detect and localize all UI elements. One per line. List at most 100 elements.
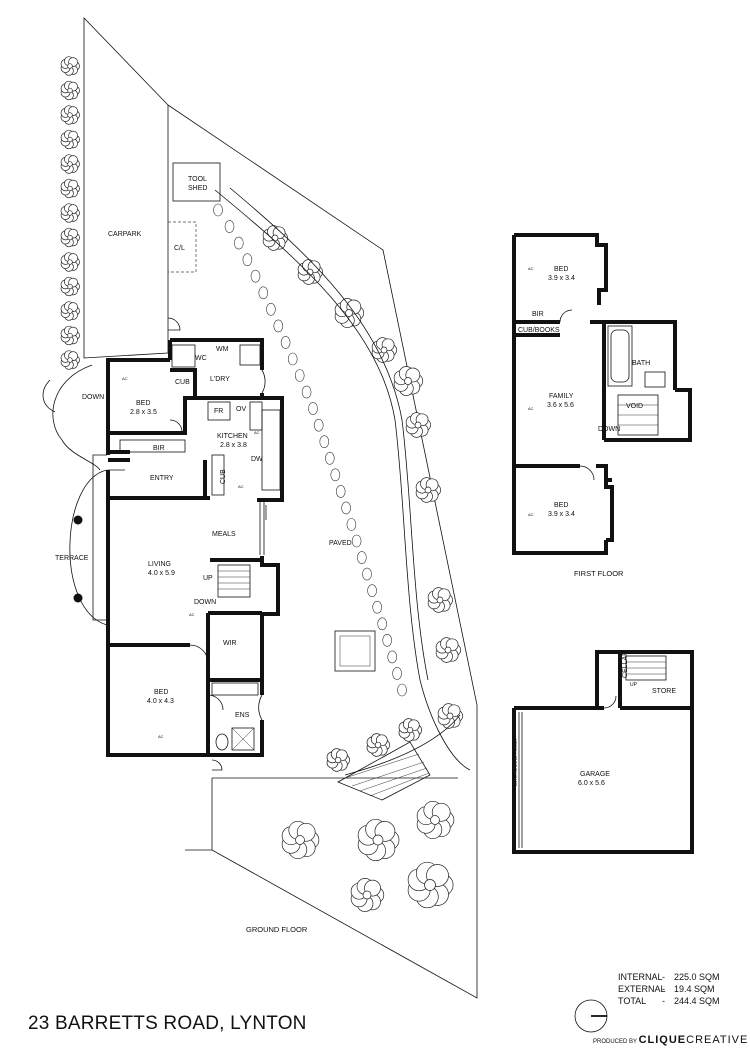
- first-floor-details: [513, 260, 666, 540]
- label-wc: WC: [195, 355, 207, 362]
- label-tool: TOOL: [188, 176, 207, 183]
- tree-icon: [281, 820, 320, 860]
- area-row-external: EXTERNAL-19.4 SQM: [618, 984, 715, 994]
- ac-marker: AC: [238, 484, 244, 489]
- credit-prefix: PRODUCED BY: [593, 1039, 637, 1045]
- label-ff-down: DOWN: [598, 426, 620, 433]
- stone-icon: [266, 302, 276, 316]
- label-kitchen-size: 2.8 x 3.8: [220, 442, 247, 449]
- producer-credit: PRODUCED BY CLIQUECREATIVE: [593, 1034, 748, 1046]
- stone-icon: [346, 518, 357, 531]
- tree-icon: [60, 301, 80, 321]
- north-compass-icon: [574, 999, 608, 1033]
- label-cellar: CELLAR: [622, 651, 629, 678]
- tree-icon: [60, 154, 80, 174]
- label-living-size: 4.0 x 5.9: [148, 570, 175, 577]
- tree-icon: [60, 325, 80, 346]
- tree-icon: [416, 800, 455, 840]
- label-garage-size: 6.0 x 5.6: [578, 780, 605, 787]
- tree-icon: [427, 587, 453, 613]
- garden-steps: [337, 741, 431, 801]
- tree-icon: [437, 703, 463, 729]
- label-shed: SHED: [188, 185, 207, 192]
- area-value: 19.4 SQM: [674, 984, 715, 994]
- tree-icon: [60, 80, 80, 101]
- ac-marker: AC: [158, 734, 164, 739]
- tree-icon: [357, 818, 400, 862]
- tree-icon: [435, 637, 461, 663]
- label-ff-bed-2-size: 3.9 x 3.4: [548, 511, 575, 518]
- stone-icon: [301, 385, 312, 399]
- tree-icon: [60, 129, 80, 150]
- label-bed-2-size: 4.0 x 4.3: [147, 698, 174, 705]
- tree-icon: [60, 227, 80, 248]
- stone-icon: [250, 269, 261, 283]
- ac-marker: AC: [189, 612, 195, 617]
- stone-icon: [372, 600, 383, 614]
- landscape-trees: [60, 56, 463, 912]
- stone-icon: [367, 584, 377, 598]
- label-ground-floor: GROUND FLOOR: [246, 925, 308, 934]
- label-cub-1: CUB: [175, 379, 190, 386]
- stone-icon: [341, 501, 351, 515]
- stone-icon: [273, 319, 284, 333]
- label-bir-1: BIR: [153, 445, 165, 452]
- stone-icon: [313, 418, 324, 432]
- label-down-drive: DOWN: [82, 394, 104, 401]
- label-void: VOID: [626, 403, 643, 410]
- terrace-outline: [69, 454, 108, 626]
- stone-icon: [356, 551, 367, 564]
- stone-icon: [397, 683, 407, 697]
- property-address: 23 BARRETTS ROAD, LYNTON: [28, 1013, 307, 1034]
- area-label: EXTERNAL: [618, 984, 666, 994]
- tree-icon: [60, 203, 80, 223]
- clothes-line: [167, 221, 197, 273]
- label-garage: GARAGE: [580, 771, 610, 778]
- stone-icon: [280, 336, 291, 349]
- label-bed-1: BED: [136, 400, 150, 407]
- tree-icon: [60, 56, 80, 76]
- label-ens: ENS: [235, 712, 250, 719]
- stone-icon: [319, 435, 330, 449]
- stone-icon: [335, 485, 346, 498]
- label-ff-bed-1-size: 3.9 x 3.4: [548, 275, 575, 282]
- label-wir: WIR: [223, 640, 237, 647]
- tree-icon: [398, 718, 422, 742]
- label-paved: PAVED: [329, 540, 352, 547]
- label-lower-up: UP: [630, 682, 638, 688]
- stone-icon: [330, 468, 341, 482]
- area-label: INTERNAL: [618, 972, 663, 982]
- ground-floor-labels: CARPARK TOOL SHED C/L WC WM CUB L'DRY BE…: [55, 176, 352, 934]
- garage-details: [518, 655, 667, 848]
- area-value: 225.0 SQM: [674, 972, 720, 982]
- label-cub-2: CUB: [220, 469, 227, 484]
- tree-icon: [262, 225, 288, 251]
- stone-icon: [258, 286, 269, 300]
- credit-brand: CREATIVE: [686, 1034, 749, 1046]
- tree-icon: [297, 259, 323, 285]
- label-wm: WM: [216, 346, 229, 353]
- stone-icon: [377, 617, 388, 631]
- tool-shed: [172, 162, 221, 202]
- stone-icon: [392, 667, 402, 680]
- stone-icon: [308, 402, 318, 415]
- tree-icon: [334, 298, 365, 328]
- ac-marker: AC: [528, 266, 534, 271]
- garage-walls: [512, 650, 694, 854]
- stone-icon: [351, 534, 362, 548]
- tree-icon: [60, 178, 80, 199]
- stone-icon: [287, 352, 298, 366]
- label-cl: C/L: [174, 245, 185, 252]
- stone-icon: [362, 567, 372, 581]
- ac-marker: AC: [254, 430, 260, 435]
- label-kitchen: KITCHEN: [217, 433, 248, 440]
- label-up: UP: [203, 575, 213, 582]
- tree-icon: [393, 366, 424, 396]
- garage-labels: CELLAR STORE UP GARAGE 6.0 x 5.6 AUTO PA…: [513, 651, 676, 787]
- first-floor-labels: BED 3.9 x 3.4 BIR CUB/BOOKS BATH FAMILY …: [518, 266, 650, 578]
- site-boundary: [42, 17, 478, 999]
- tree-icon: [60, 350, 80, 370]
- area-row-total: TOTAL-244.4 SQM: [618, 996, 720, 1006]
- ac-marker: AC: [528, 512, 534, 517]
